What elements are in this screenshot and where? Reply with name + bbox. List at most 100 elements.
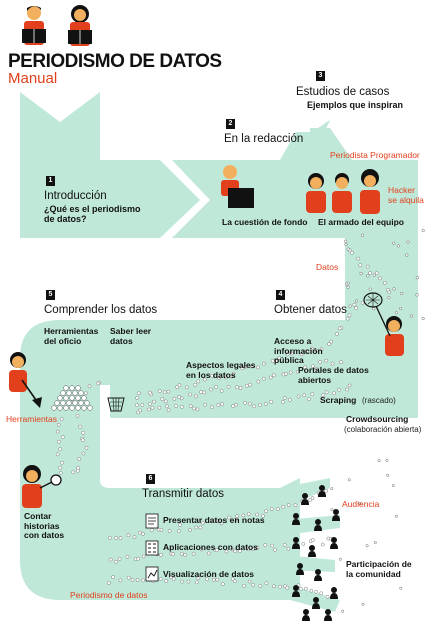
- dot: [75, 385, 81, 391]
- dot: [391, 484, 395, 488]
- dot: [220, 402, 224, 406]
- dot: [307, 397, 311, 401]
- dot: [164, 579, 169, 583]
- dot: [76, 468, 80, 473]
- dot: [229, 374, 234, 379]
- audience-person-icon: [314, 519, 322, 531]
- dot: [195, 407, 200, 412]
- dot: [233, 517, 238, 522]
- dot: [81, 395, 87, 401]
- dot: [385, 459, 389, 462]
- dot: [58, 447, 63, 452]
- label-saber-leer: Saber leer datos: [110, 326, 152, 346]
- dot: [368, 287, 372, 291]
- dot: [198, 525, 203, 530]
- dot: [55, 429, 60, 434]
- dot: [256, 365, 260, 370]
- basket-icon: [107, 397, 125, 412]
- dot: [392, 287, 396, 291]
- dot: [354, 306, 358, 310]
- dot: [309, 588, 314, 593]
- audience-person-icon: [314, 569, 322, 581]
- dot: [339, 360, 343, 365]
- dot: [84, 446, 89, 450]
- dot: [230, 577, 235, 581]
- dot: [338, 557, 342, 561]
- section-5-title: Comprender los datos: [44, 304, 158, 316]
- dot: [81, 405, 87, 411]
- dot: [319, 347, 324, 352]
- dot: [66, 400, 72, 406]
- dot: [186, 579, 191, 584]
- dot: [84, 400, 90, 406]
- dot: [269, 399, 273, 404]
- dot: [75, 405, 81, 411]
- dot: [148, 390, 152, 395]
- dot: [354, 299, 359, 303]
- newsroom-man-icon: [221, 165, 254, 208]
- audience-person-icon: [330, 587, 338, 599]
- dot: [141, 554, 146, 559]
- audience-person-icon: [318, 485, 326, 497]
- dot: [176, 529, 181, 534]
- dot: [77, 457, 82, 461]
- dot: [330, 508, 334, 512]
- section-4-number: 4: [276, 290, 285, 300]
- section-6-title: Transmitir datos: [142, 488, 225, 500]
- dot: [135, 396, 139, 400]
- dot: [270, 359, 275, 363]
- dot: [107, 536, 112, 540]
- dot: [332, 391, 336, 396]
- dot: [230, 547, 235, 552]
- dot: [358, 263, 363, 267]
- dot: [63, 395, 69, 401]
- dot: [199, 547, 204, 552]
- dot: [344, 242, 348, 247]
- page-title: PERIODISMO DE DATOS: [8, 51, 222, 72]
- header-people: [22, 5, 92, 46]
- dot: [126, 533, 131, 538]
- dot: [256, 379, 261, 384]
- dot: [346, 247, 350, 251]
- dot: [140, 403, 145, 407]
- dot: [158, 576, 163, 581]
- dot: [309, 346, 314, 351]
- dot: [241, 513, 246, 518]
- dot: [366, 274, 370, 278]
- dot: [203, 402, 207, 407]
- dot: [196, 576, 201, 580]
- dot: [66, 390, 72, 396]
- dot: [60, 400, 66, 406]
- dot: [261, 376, 266, 381]
- dot: [271, 373, 276, 378]
- band-bottom: [20, 440, 300, 600]
- dot: [78, 390, 84, 396]
- dot: [81, 438, 85, 443]
- dot: [247, 579, 252, 584]
- band: [20, 92, 418, 612]
- dot: [275, 359, 279, 364]
- audience-person-icon: [312, 597, 320, 609]
- dot: [409, 314, 413, 318]
- dot: [373, 541, 377, 544]
- dot: [246, 547, 251, 552]
- dot: [81, 431, 86, 435]
- section-1-title: Introducción: [44, 190, 107, 202]
- dot: [358, 501, 362, 505]
- dot: [238, 549, 242, 553]
- dot: [210, 518, 214, 523]
- dot: [272, 584, 276, 589]
- dot: [199, 390, 203, 394]
- dot: [58, 465, 63, 470]
- dot: [177, 394, 181, 399]
- dot: [231, 371, 236, 376]
- dot: [387, 290, 392, 295]
- dot: [205, 577, 209, 582]
- dot: [75, 413, 80, 418]
- label-periodismo-de-datos: Periodismo de datos: [70, 590, 148, 600]
- dot: [352, 302, 357, 307]
- audience-person-icon: [324, 609, 332, 621]
- dot: [346, 285, 350, 289]
- page-subtitle: Manual: [8, 70, 58, 87]
- dot: [421, 316, 425, 321]
